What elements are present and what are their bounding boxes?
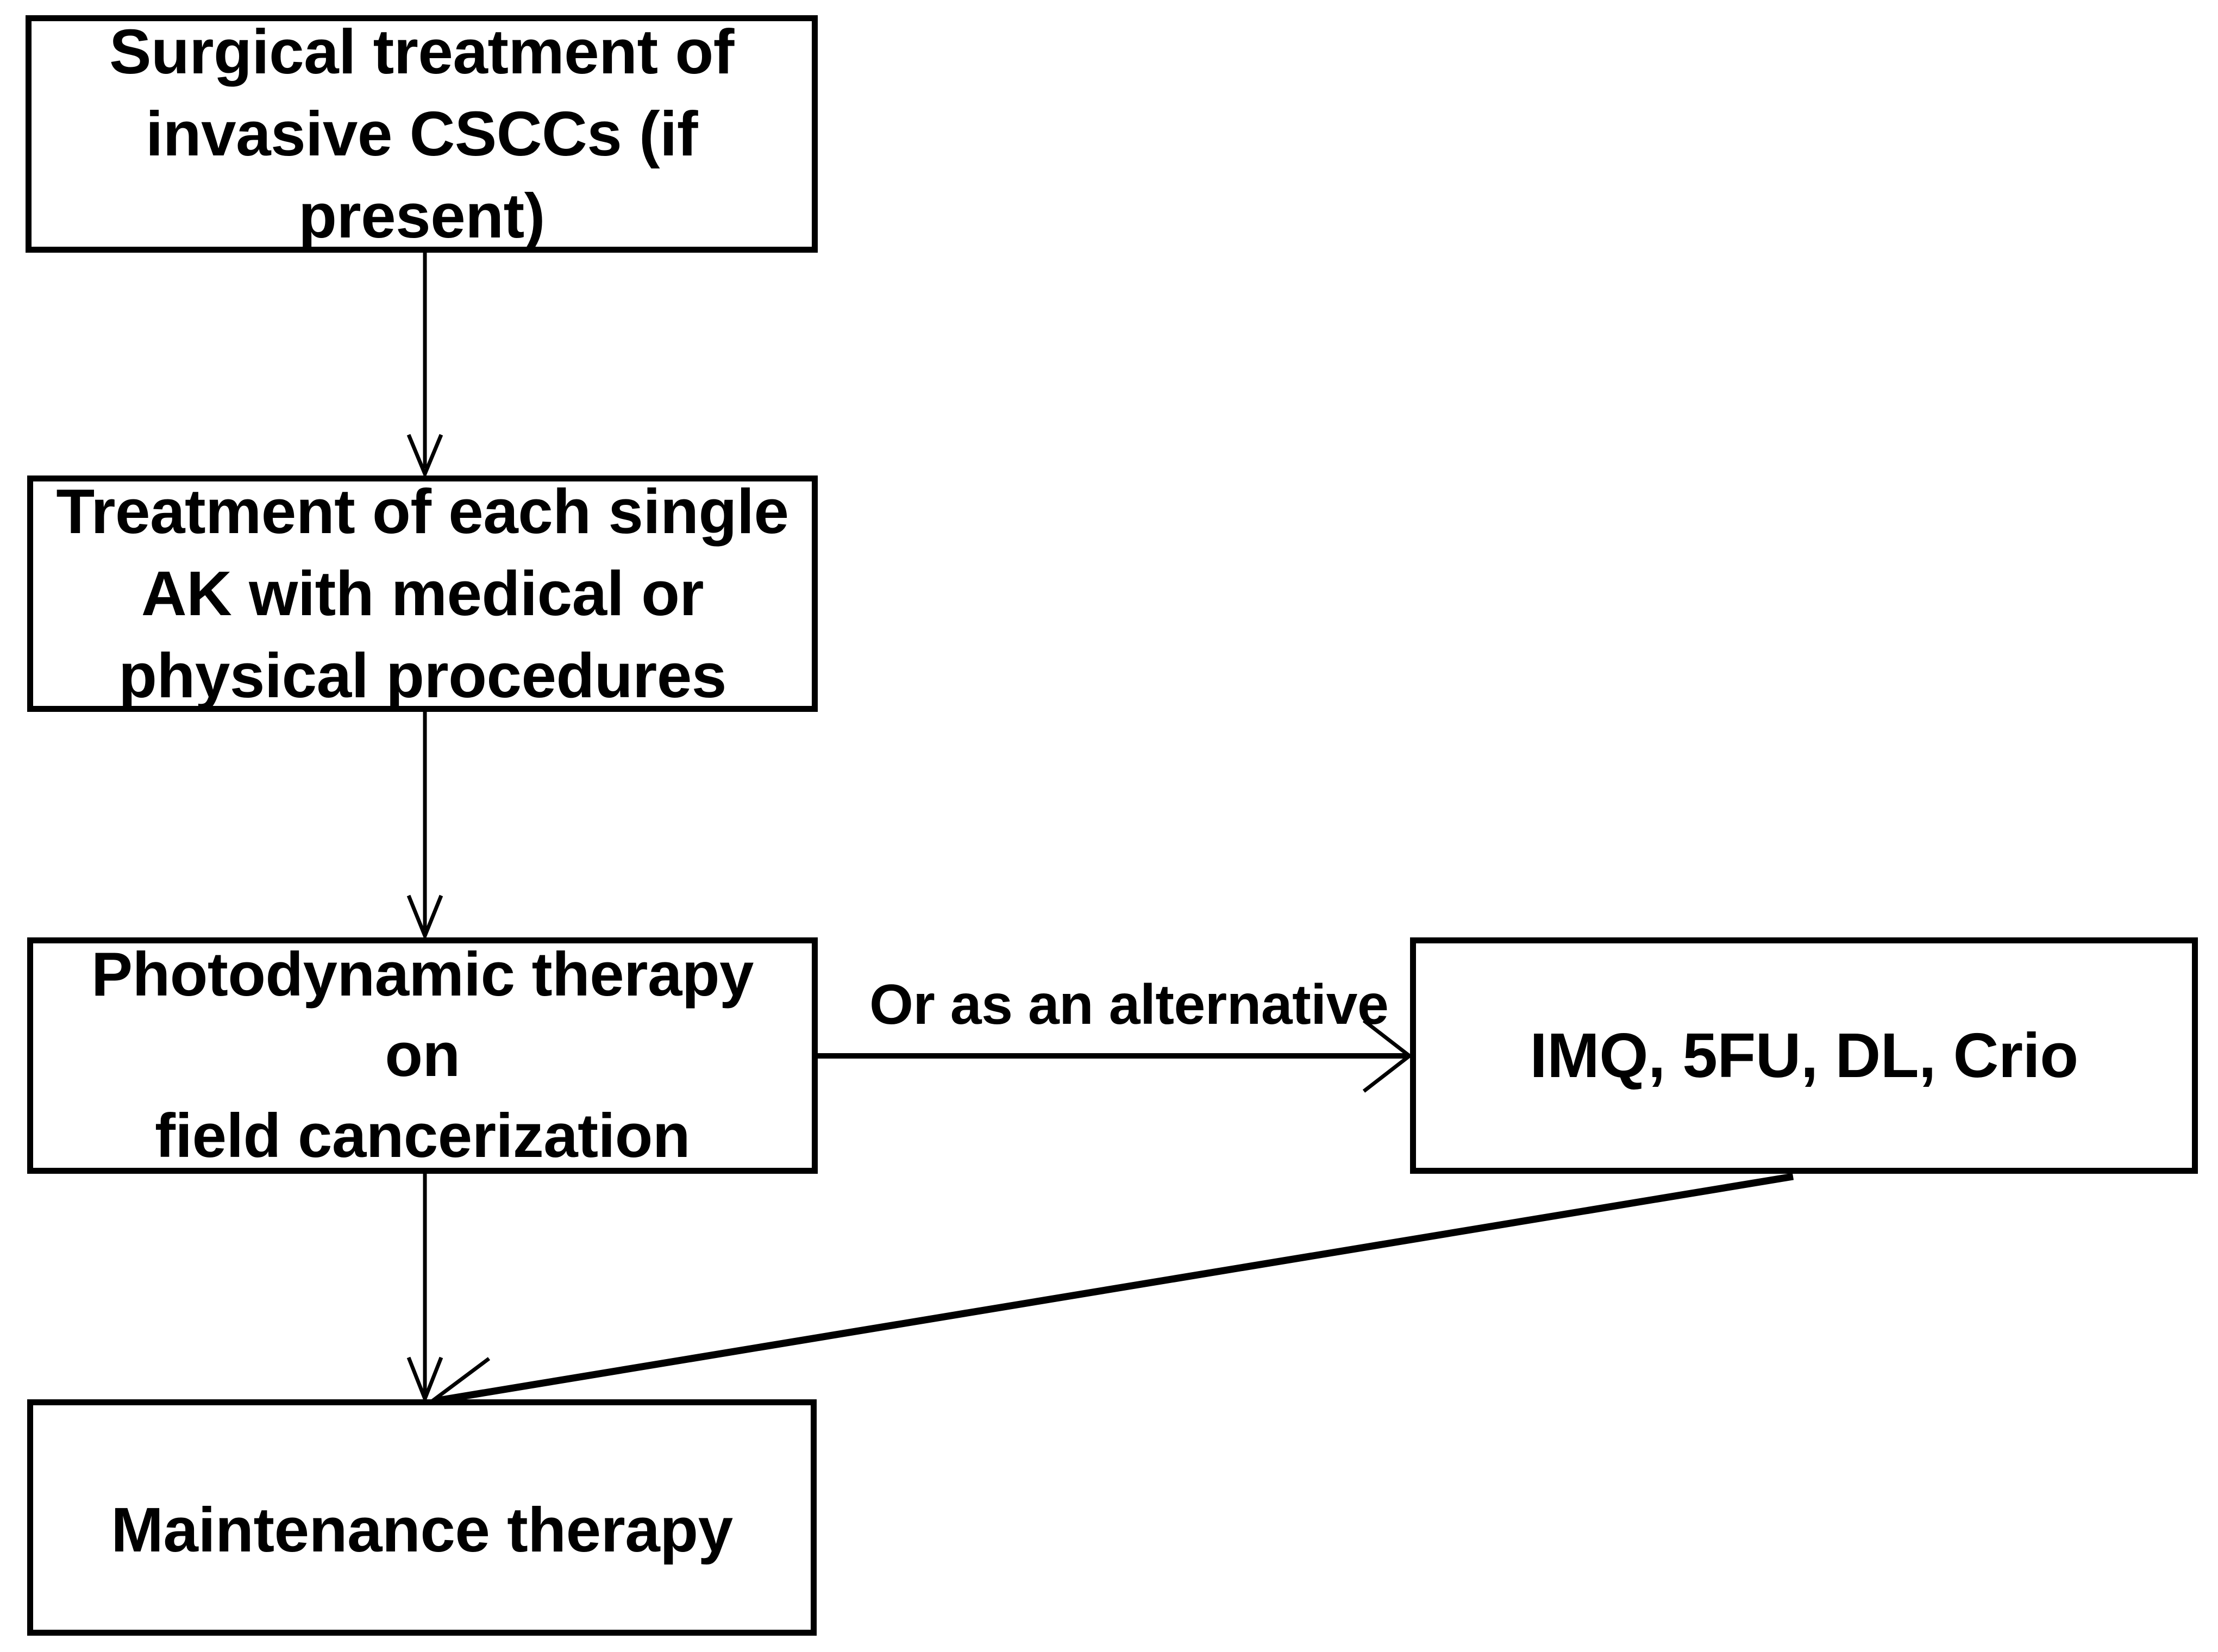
node-maintenance-therapy-label: Maintenance therapy [111, 1494, 733, 1565]
node-alternative-treatments-label: IMQ, 5FU, DL, Crio [1530, 1020, 2078, 1091]
node-single-ak-treatment-label: Treatment of each single AK with medical… [56, 476, 789, 711]
edge-alternatives-to-maintenance [427, 1173, 1794, 1429]
node-surgical-treatment[interactable]: Surgical treatment of invasive CSCCs (if… [26, 15, 818, 253]
node-alternative-treatments[interactable]: IMQ, 5FU, DL, Crio [1410, 937, 2198, 1174]
node-maintenance-therapy[interactable]: Maintenance therapy [27, 1399, 817, 1636]
node-photodynamic-therapy-label: Photodynamic therapy on field cancerizat… [91, 940, 754, 1171]
node-single-ak-treatment[interactable]: Treatment of each single AK with medical… [27, 475, 818, 712]
edge-surgical-to-single-ak [406, 253, 443, 479]
node-photodynamic-therapy[interactable]: Photodynamic therapy on field cancerizat… [27, 937, 818, 1174]
edge-single-ak-to-pdt [406, 712, 443, 941]
edge-pdt-to-maintenance [406, 1174, 443, 1404]
node-surgical-treatment-label: Surgical treatment of invasive CSCCs (if… [109, 16, 734, 251]
edge-label-or-as-an-alternative: Or as an alternative [869, 973, 1389, 1036]
